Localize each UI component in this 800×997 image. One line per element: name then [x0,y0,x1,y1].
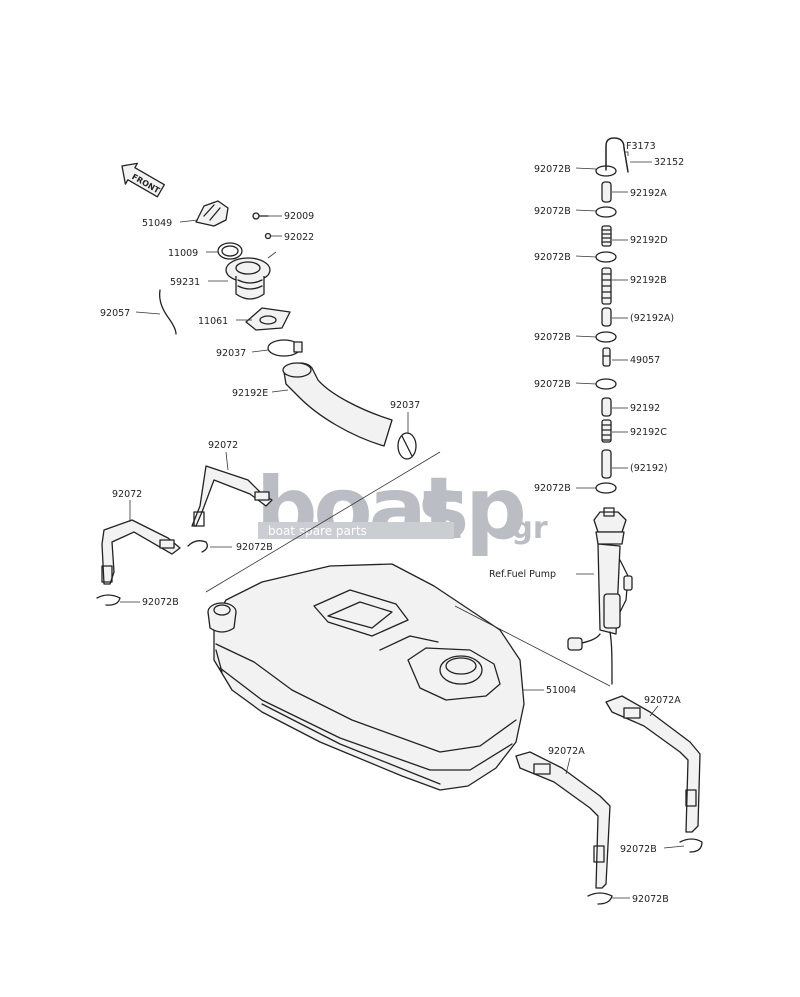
label-92192-ref: (92192) [630,463,668,474]
label-92072b: 92072B [620,844,657,855]
front-arrow-badge: FRONT [121,162,165,198]
filler-cap-cover [195,200,229,227]
hose-92192a-ref [601,307,612,327]
label-92072a: 92072A [644,695,681,706]
label-92192a-ref: (92192A) [630,313,674,324]
assembly-line-pump [454,605,611,687]
part-labels: F3173 32152 92072B 92192A 92072B 92192D … [100,141,684,905]
hose-92192-ref [601,449,612,479]
watermark-tld: .gr [500,511,548,546]
label-51049: 51049 [142,218,172,229]
label-ref-fuel-pump: Ref.Fuel Pump [489,569,556,580]
label-f3173: F3173 [626,141,656,152]
label-92192e: 92192E [232,388,268,399]
label-92072: 92072 [112,489,142,500]
label-92072b: 92072B [236,542,273,553]
clip-92072b-r1 [595,165,617,177]
label-92072b: 92072B [534,252,571,263]
clip-92072b-r4 [595,331,617,343]
ring-11009 [217,242,243,260]
nut-92022 [264,232,272,240]
joint-49057 [602,347,611,367]
fuel-tank-51004 [207,563,525,791]
label-92072b: 92072B [534,483,571,494]
label-92072b: 92072B [534,164,571,175]
label-92192a: 92192A [630,188,667,199]
label-92037: 92037 [390,400,420,411]
clip-92072b-r5 [595,378,617,390]
tether-92057 [158,289,177,335]
label-92192c: 92192C [630,427,667,438]
label-92057: 92057 [100,308,130,319]
watermark-tagline-bar [258,522,454,539]
label-92192: 92192 [630,403,660,414]
label-92072b: 92072B [534,332,571,343]
clip-92072b-r2 [595,206,617,218]
label-92072b: 92072B [534,379,571,390]
fuel-pump-assembly [567,507,633,685]
strap-92072-lower [101,519,181,585]
watermark-brand-left: boat [256,459,463,559]
label-92009: 92009 [284,211,314,222]
clip-92072b-left-1 [187,540,208,553]
clamp-92037-lower [397,432,417,460]
label-92072: 92072 [208,440,238,451]
clamp-92037-upper [267,339,303,357]
label-51004: 51004 [546,685,576,696]
hose-92192b [601,267,612,305]
watermark-brand-right: sp [418,459,523,559]
leader-lines [120,151,685,899]
bolt-92009 [252,212,269,220]
label-11061: 11061 [198,316,228,327]
assembly-line-hose [205,451,441,593]
hose-92192d [601,225,612,247]
clip-92072b-r7 [679,838,703,853]
hose-92192e [282,362,393,447]
label-92192b: 92192B [630,275,667,286]
gasket-11061 [245,307,291,331]
label-92072a: 92072A [548,746,585,757]
hose-92192a [601,181,612,203]
strap-92072a-bottom [515,751,611,889]
label-92037: 92037 [216,348,246,359]
label-92072b: 92072B [632,894,669,905]
clip-92072b-left-2 [96,594,121,606]
label-92072b: 92072B [534,206,571,217]
label-49057: 49057 [630,355,660,366]
strap-92072-upper [191,465,273,527]
label-92022: 92022 [284,232,314,243]
clip-92072b-r8 [587,892,613,905]
label-92192d: 92192D [630,235,668,246]
clip-92072b-r3 [595,251,617,263]
hose-92192c [601,419,612,443]
breather-hose-32152 [605,137,629,173]
strap-92072a-right [605,695,701,833]
label-59231: 59231 [170,277,200,288]
watermark: boat sp .gr boat spare parts [256,459,548,559]
hose-92192 [601,397,612,417]
label-92072b: 92072B [142,597,179,608]
watermark-tagline: boat spare parts [268,524,367,538]
filler-neck-59231 [225,257,271,300]
label-11009: 11009 [168,248,198,259]
label-32152: 32152 [654,157,684,168]
clip-92072b-r6 [595,482,617,494]
